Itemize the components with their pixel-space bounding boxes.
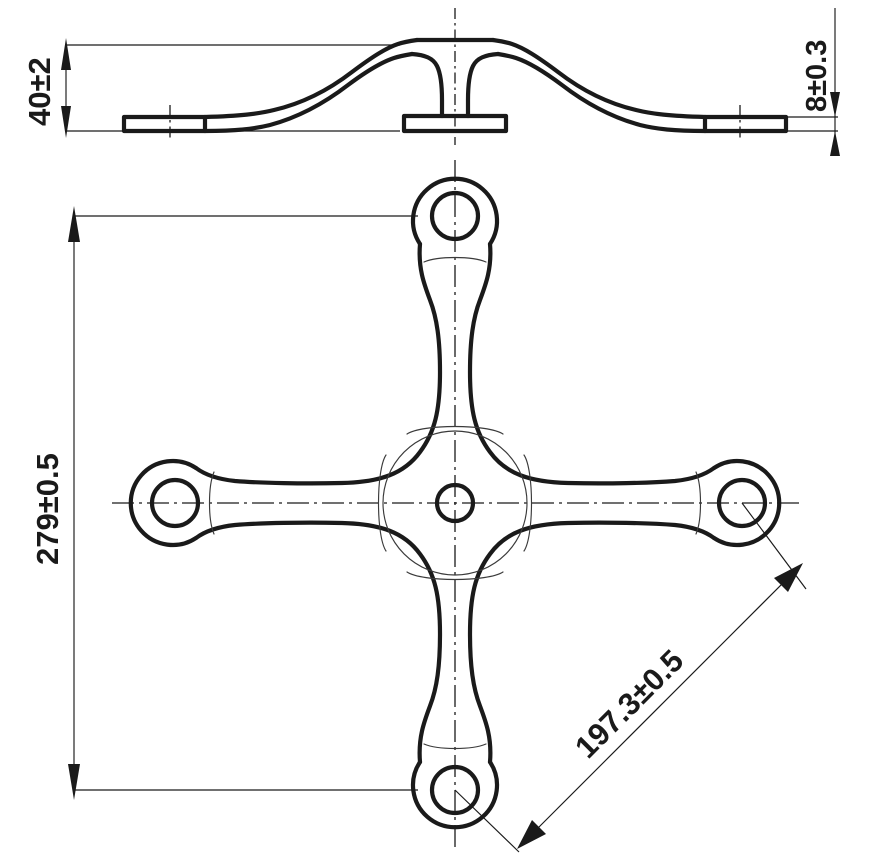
bottom-boss-outer-arc: [410, 759, 500, 830]
arm-flank-top-right: [467, 241, 717, 486]
dim197-extension-from-right-boss: [741, 502, 807, 590]
hub-right-flank: [465, 51, 501, 119]
bottom-boss-hole: [429, 764, 481, 816]
top-boss-hole: [429, 190, 481, 242]
left-boss-outer-arc: [128, 458, 199, 548]
hub-step-arc-left: [377, 454, 387, 552]
arm-flank-top-left: [193, 241, 443, 486]
right-boss-step-arc: [695, 471, 702, 535]
dim40-arrow-bottom: [61, 106, 71, 138]
dim197-arrow-lower: [517, 820, 546, 849]
dimension-height-40: 40±2: [22, 38, 400, 138]
right-boss-outer-arc: [711, 458, 782, 548]
dim279-arrow-top: [68, 206, 80, 242]
arm-flank-bottom-right: [467, 520, 717, 765]
plan-view: 279±0.5 197.3±0.5: [30, 160, 807, 853]
hub-outer-circle: [382, 430, 528, 576]
side-elevation-view: 40±2 8±0.3: [22, 8, 840, 156]
dim197-dimension-line: [519, 565, 801, 847]
dim8-arrow-lower: [830, 131, 840, 156]
left-boss-hole: [149, 477, 201, 529]
elevation-right-arm: [490, 37, 789, 141]
spider-body-outline: [128, 176, 782, 830]
dim197-text: 197.3±0.5: [568, 643, 690, 765]
dimension-diagonal-197: 197.3±0.5: [454, 502, 807, 853]
right-boss-hole: [716, 477, 768, 529]
dimension-thickness-8: 8±0.3: [760, 8, 840, 156]
hub-step-arc-bottom: [406, 571, 504, 581]
arm-flank-bottom-left: [193, 520, 443, 765]
left-arm-top-edge: [202, 37, 420, 120]
dim40-text: 40±2: [22, 57, 57, 126]
hub-base-plate: [401, 113, 509, 134]
right-arm-bottom-edge: [495, 51, 708, 134]
elevation-center-hub: [401, 37, 509, 134]
left-arm-bottom-edge: [202, 51, 415, 134]
hub-step-arc-right: [523, 454, 533, 552]
top-boss-outer-arc: [410, 176, 500, 247]
dim279-text: 279±0.5: [30, 453, 65, 565]
dim197-extension-from-bottom-boss: [454, 789, 520, 853]
dim279-arrow-bottom: [68, 764, 80, 800]
hub-step-arc-top: [406, 425, 504, 435]
dim40-arrow-top: [61, 38, 71, 70]
dim8-arrow-upper: [830, 92, 840, 117]
elevation-left-arm: [121, 37, 420, 141]
hub-center-hole: [434, 482, 476, 524]
right-end-plate: [702, 114, 789, 134]
left-boss-step-arc: [208, 471, 215, 535]
dim197-arrow-upper: [774, 563, 803, 592]
top-boss-step-arc: [423, 256, 487, 263]
left-end-plate: [121, 114, 208, 134]
hub-left-flank: [409, 51, 445, 119]
bottom-boss-step-arc: [423, 743, 487, 750]
dimension-span-279: 279±0.5: [30, 206, 418, 800]
dim8-text: 8±0.3: [801, 40, 833, 112]
right-arm-top-edge: [490, 37, 708, 120]
